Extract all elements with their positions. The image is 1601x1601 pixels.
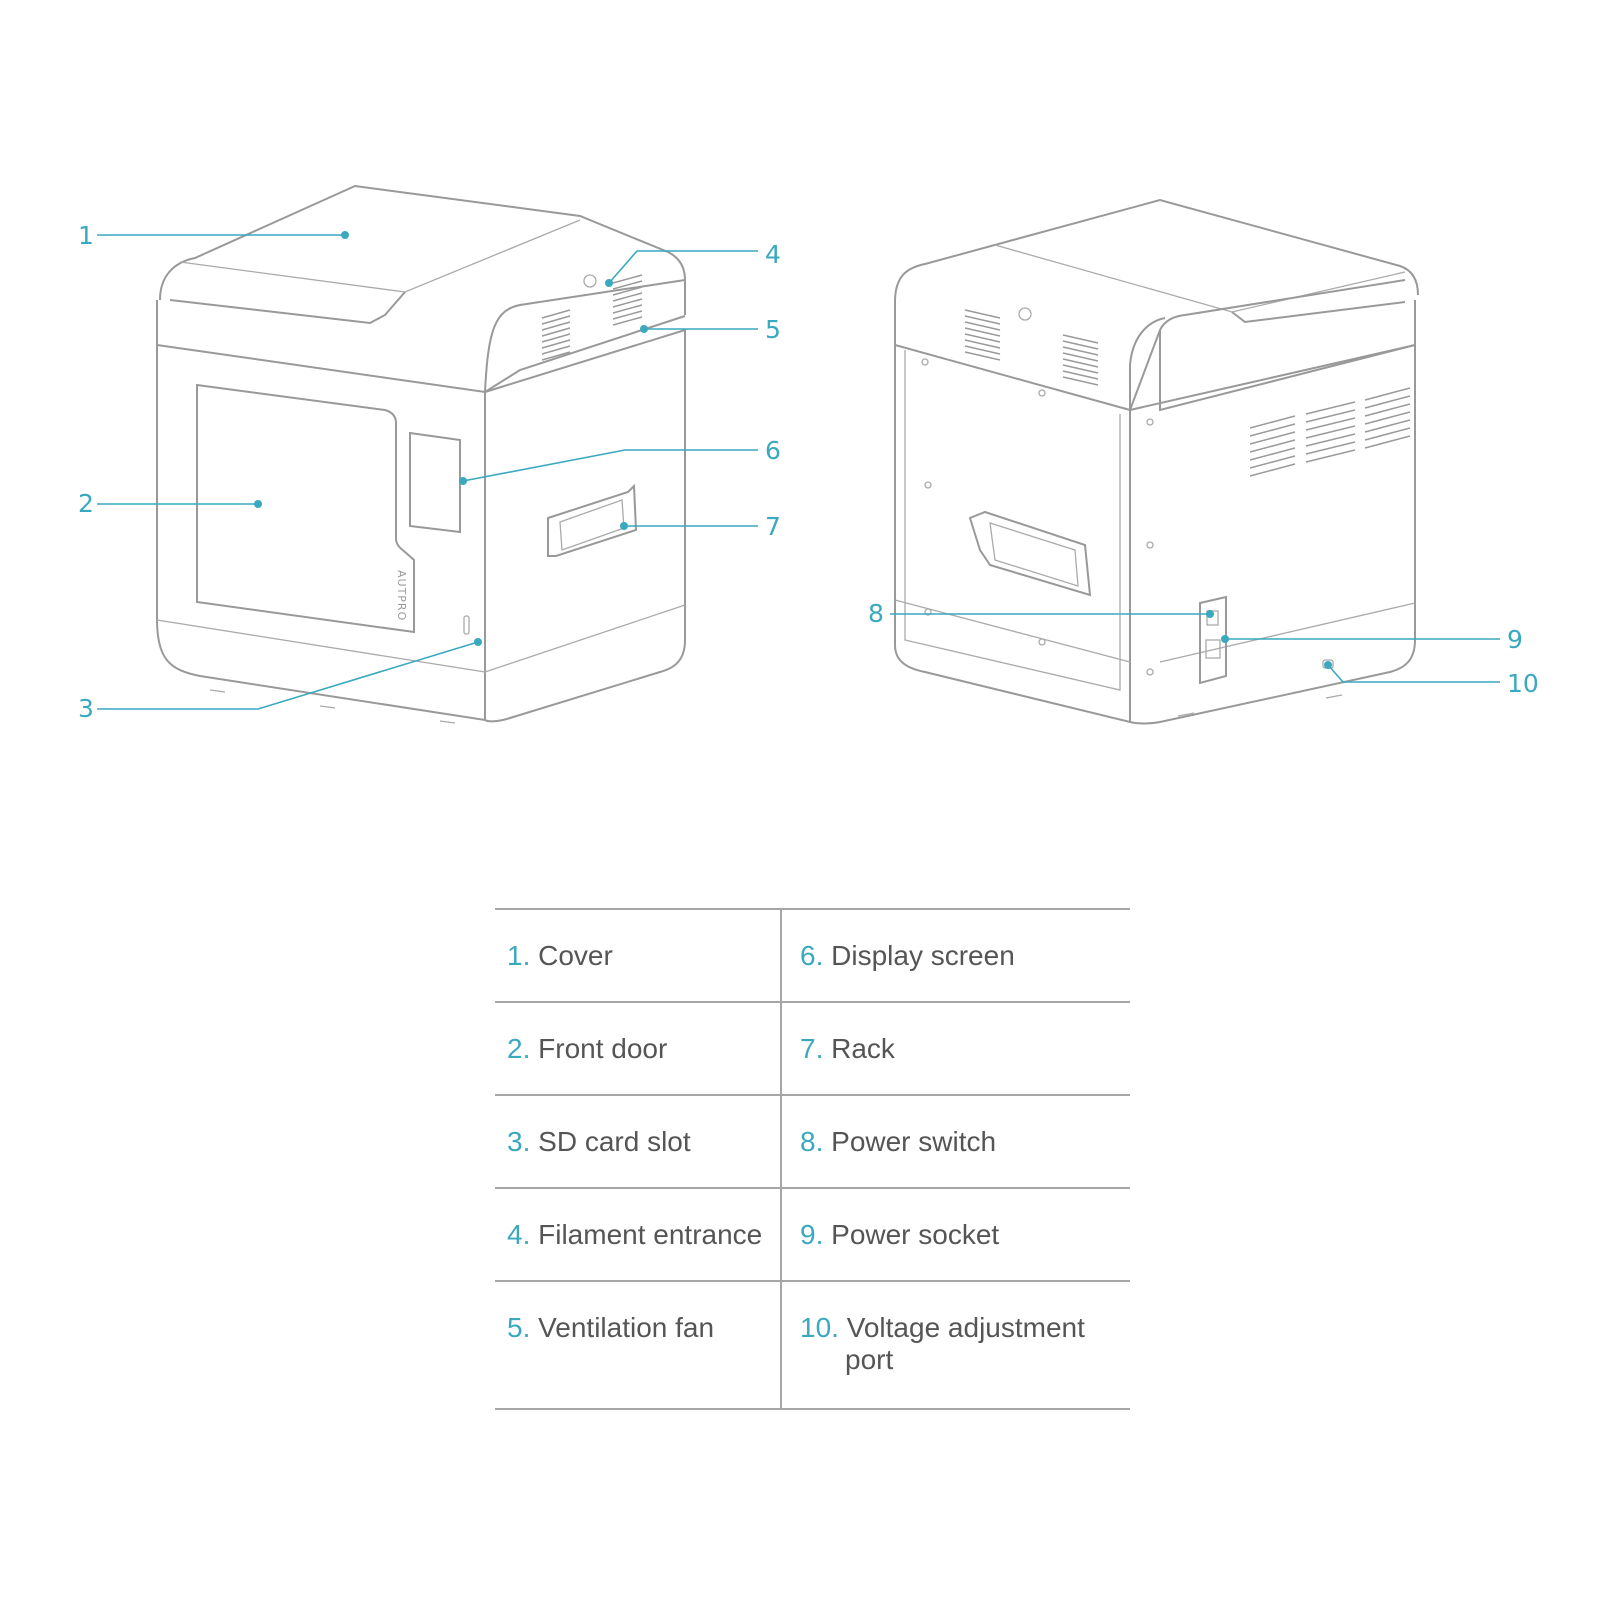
callout-6: 6 [459, 436, 781, 485]
callout-8: 8 [868, 599, 1214, 628]
side-vents [1249, 387, 1411, 477]
printer-front-view: AUTPRO [156, 184, 686, 724]
svg-text:1: 1 [78, 221, 94, 250]
back-vent-right [1062, 334, 1099, 386]
svg-text:3: 3 [78, 694, 94, 723]
legend-item-display-screen: 6. Display screen [781, 908, 1130, 1002]
front-vent-right [612, 274, 643, 326]
parts-legend-table: 1. Cover 6. Display screen 2. Front door… [495, 908, 1130, 1410]
legend-item-front-door: 2. Front door [495, 1001, 782, 1095]
legend-item-ventilation-fan: 5. Ventilation fan [495, 1280, 782, 1410]
legend-row: 4. Filament entrance 9. Power socket [495, 1187, 1130, 1281]
callout-2: 2 [78, 489, 262, 518]
legend-item-sd-card-slot: 3. SD card slot [495, 1094, 782, 1188]
legend-row: 5. Ventilation fan 10. Voltage adjustmen… [495, 1280, 1130, 1410]
legend-item-cover: 1. Cover [495, 908, 782, 1002]
svg-text:2: 2 [78, 489, 94, 518]
back-vent-left [964, 309, 1001, 361]
callout-4: 4 [605, 240, 781, 287]
printer-logo: AUTPRO [395, 570, 408, 621]
svg-text:4: 4 [765, 240, 781, 269]
svg-text:6: 6 [765, 436, 781, 465]
legend-item-power-socket: 9. Power socket [781, 1187, 1130, 1281]
legend-row: 1. Cover 6. Display screen [495, 908, 1130, 1002]
callout-10: 10 [1324, 661, 1539, 698]
callout-7: 7 [620, 512, 781, 541]
callout-3: 3 [78, 638, 482, 723]
legend-item-power-switch: 8. Power switch [781, 1094, 1130, 1188]
printer-diagram: AUTPRO [78, 184, 1539, 725]
svg-text:9: 9 [1507, 625, 1523, 654]
callout-9: 9 [1221, 625, 1523, 654]
svg-text:7: 7 [765, 512, 781, 541]
callout-5: 5 [640, 315, 781, 344]
printer-back-view [894, 198, 1419, 725]
legend-row: 2. Front door 7. Rack [495, 1001, 1130, 1095]
front-vent-left [541, 309, 571, 361]
callout-1: 1 [78, 221, 349, 250]
legend-item-filament-entrance: 4. Filament entrance [495, 1187, 782, 1281]
svg-text:5: 5 [765, 315, 781, 344]
legend-item-rack: 7. Rack [781, 1001, 1130, 1095]
svg-text:8: 8 [868, 599, 884, 628]
legend-row: 3. SD card slot 8. Power switch [495, 1094, 1130, 1188]
svg-text:10: 10 [1507, 669, 1539, 698]
